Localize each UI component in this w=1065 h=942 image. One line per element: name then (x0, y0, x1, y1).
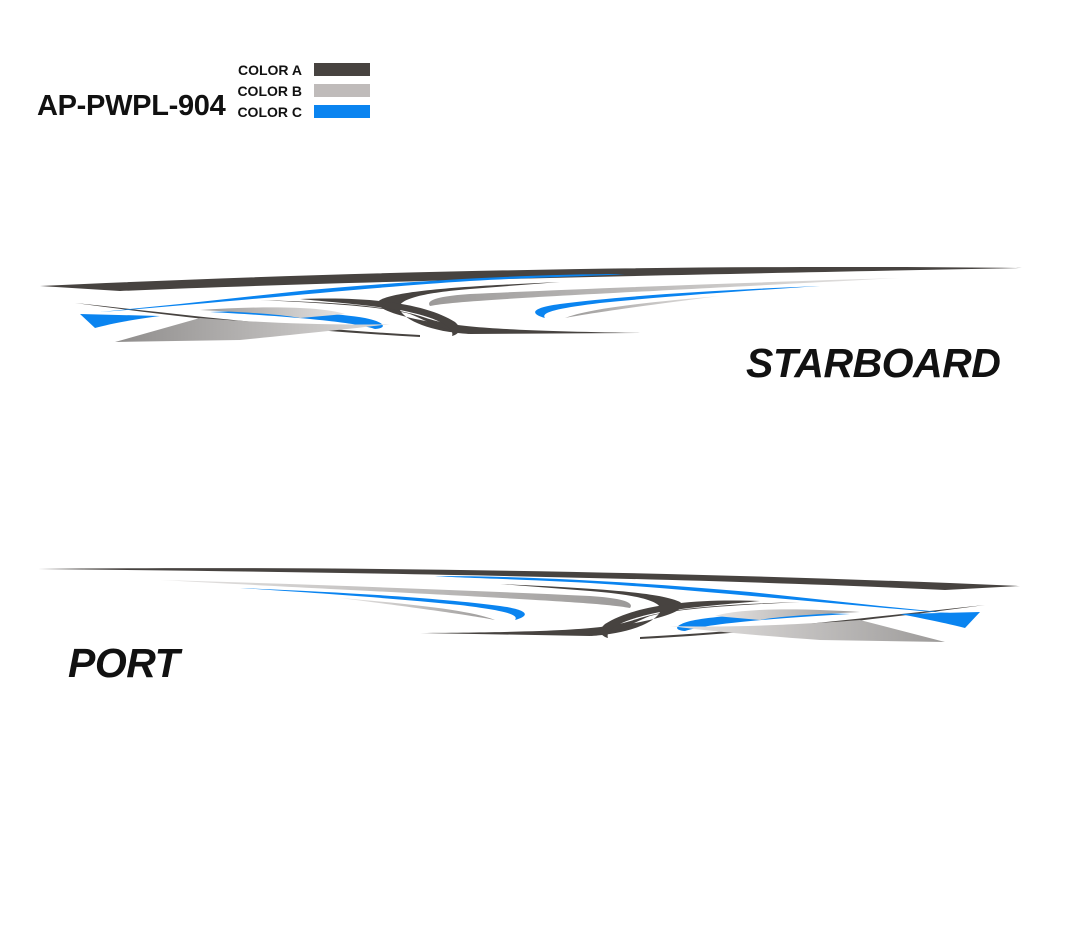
color-c-swatch (314, 105, 370, 118)
port-color-b-mid (715, 609, 860, 620)
starboard-color-b-right (565, 296, 720, 318)
starboard-label: STARBOARD (746, 340, 1001, 386)
port-color-a-main (38, 568, 1020, 590)
color-b-swatch (314, 84, 370, 97)
legend-label: COLOR B (237, 83, 302, 99)
starboard-color-a-main (40, 266, 1022, 291)
color-legend: COLOR A COLOR B COLOR C (222, 60, 372, 123)
port-color-c-loop (677, 613, 850, 631)
port-color-a-lobe (500, 584, 682, 636)
legend-item-color-c: COLOR C (222, 102, 372, 123)
legend-item-color-b: COLOR B (222, 81, 372, 102)
product-code: AP-PWPL-904 (37, 90, 226, 122)
port-color-b-upper (160, 580, 631, 608)
starboard-decal (40, 266, 1022, 342)
port-label: PORT (68, 640, 180, 686)
port-color-b-lower (670, 620, 945, 642)
starboard-color-c-right (535, 286, 820, 318)
starboard-color-b-lower (115, 318, 390, 342)
starboard-color-a-thin (75, 303, 420, 337)
port-color-a-thin (640, 605, 985, 639)
port-color-c-tail (900, 612, 980, 628)
color-a-swatch (314, 63, 370, 76)
port-color-a-hook (600, 600, 760, 638)
starboard-color-c-loop (210, 311, 383, 329)
legend-label: COLOR C (237, 104, 302, 120)
starboard-color-b-upper (429, 278, 900, 306)
port-decal (38, 568, 1020, 642)
starboard-color-a-hook (300, 298, 460, 336)
starboard-color-b-mid (200, 307, 345, 318)
legend-label: COLOR A (237, 62, 302, 78)
starboard-color-c-tail (80, 314, 160, 328)
port-color-c-left (240, 588, 525, 620)
starboard-color-a-lobe (378, 282, 560, 334)
legend-item-color-a: COLOR A (222, 60, 372, 81)
port-color-b-left (340, 598, 495, 620)
